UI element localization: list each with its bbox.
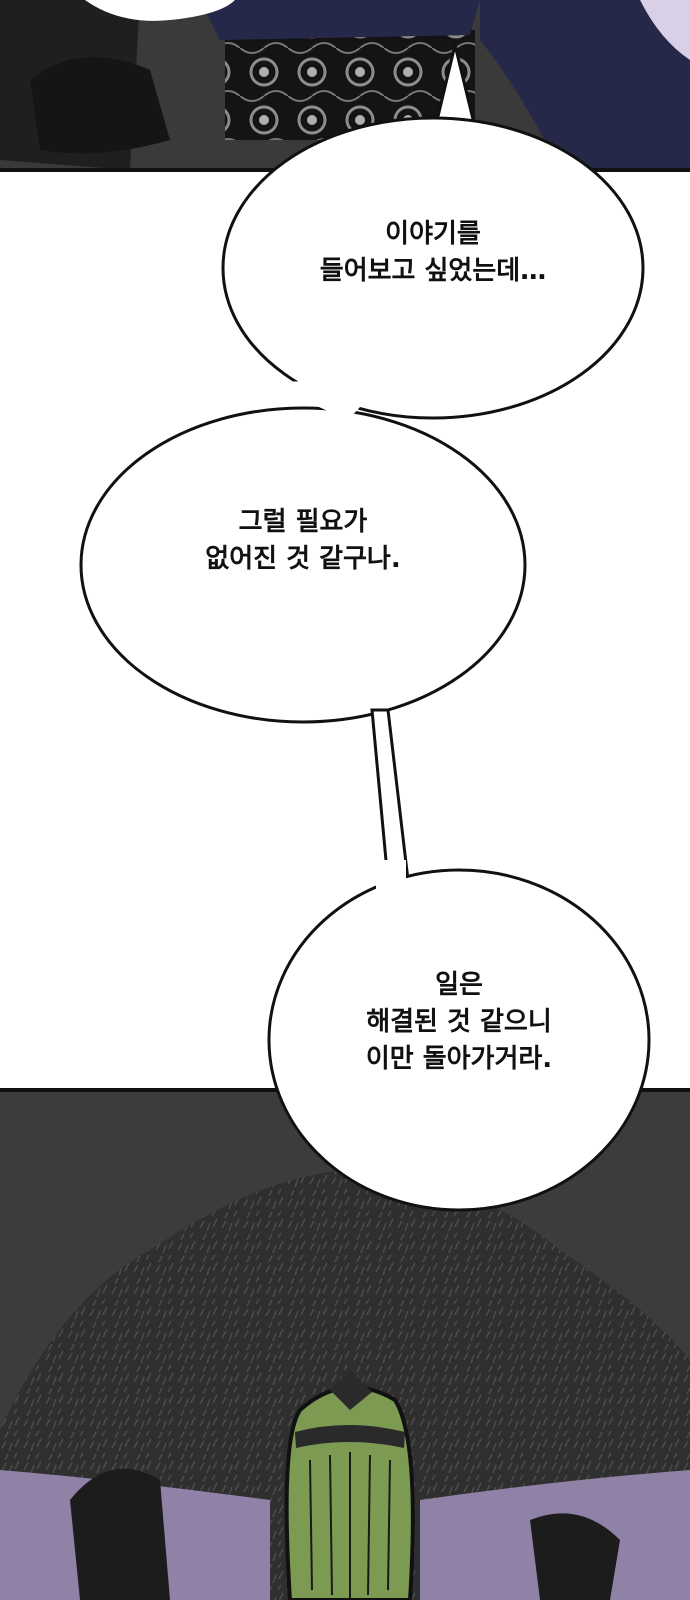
hand-right	[530, 1513, 620, 1600]
headband	[295, 1425, 405, 1448]
speech-bubble-2-text: 그럴 필요가 없어진 것 같구나.	[103, 504, 503, 578]
bubble-connector	[370, 708, 410, 884]
bubble-line: 이만 돌아가거라.	[365, 1044, 553, 1074]
glove	[30, 57, 170, 154]
hair-knot	[330, 1370, 372, 1410]
white-smoke	[85, 0, 235, 21]
light-corner	[640, 0, 690, 60]
bubble-line: 일은	[435, 970, 483, 1000]
hand-left	[70, 1468, 170, 1600]
bubble-join-2	[376, 860, 406, 890]
speech-bubble-2	[79, 406, 527, 724]
speech-bubbles	[79, 43, 651, 1212]
bubble-line: 없어진 것 같구나.	[205, 544, 401, 574]
speech-bubble-1	[221, 116, 645, 420]
speech-bubble-3-text: 일은 해결된 것 같으니 이만 돌아가거라.	[264, 967, 654, 1078]
speech-bubble-3	[267, 868, 651, 1212]
robe	[200, 0, 480, 40]
robe-right	[480, 0, 690, 170]
top-panel	[0, 0, 690, 172]
bubble-line: 들어보고 싶었는데…	[319, 256, 547, 286]
bubble-line: 그럴 필요가	[238, 507, 368, 537]
bubble-join-1	[263, 380, 385, 420]
bubble-line: 해결된 것 같으니	[366, 1007, 552, 1037]
hair-strands	[309, 1452, 391, 1598]
speech-bubble-1-text: 이야기를 들어보고 싶었는데…	[233, 216, 633, 290]
bubble-line: 이야기를	[385, 219, 481, 249]
